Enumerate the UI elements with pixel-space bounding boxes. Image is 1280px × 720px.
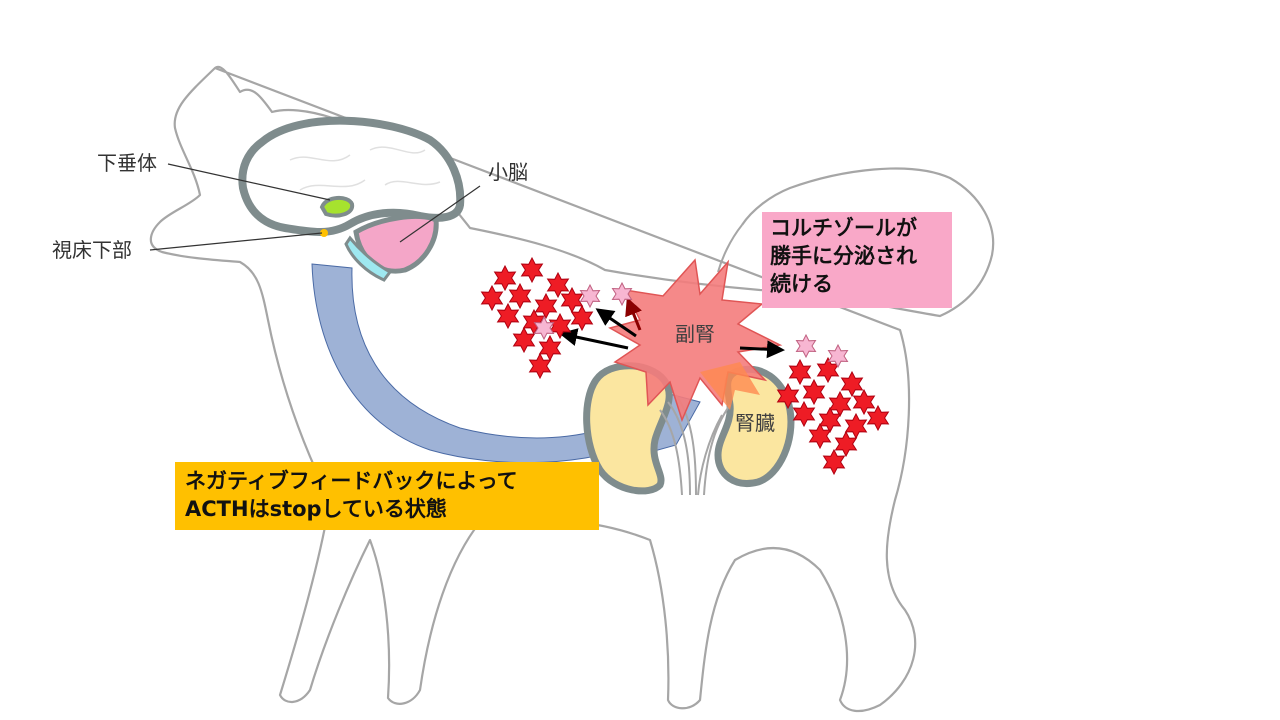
cortisol-callout-line-1: コルチゾールが <box>770 216 917 240</box>
small-star <box>579 283 601 309</box>
cortisol-star <box>818 406 842 434</box>
cortisol-star <box>792 400 816 428</box>
adrenal-label: 副腎 <box>675 322 715 346</box>
feedback-callout-line-2: ACTHはstopしている状態 <box>185 497 447 521</box>
cortisol-star <box>496 302 520 330</box>
cortisol-callout-line-3: 続ける <box>770 272 833 296</box>
small-star <box>827 343 849 369</box>
cortisol-cluster-right <box>776 356 890 476</box>
brainstem <box>344 235 393 282</box>
cortisol-star <box>512 326 536 354</box>
cortisol-star <box>840 370 864 398</box>
cortisol-star <box>570 304 594 332</box>
cortisol-star <box>866 404 890 432</box>
feedback-callout-line-1: ネガティブフィードバックによって <box>185 469 518 493</box>
cortisol-cluster-left <box>480 256 594 380</box>
cortisol-star <box>508 282 532 310</box>
arrow-right <box>739 340 785 359</box>
small-star-group <box>533 281 849 369</box>
arrow-left <box>559 328 629 350</box>
cortisol-star <box>560 286 584 314</box>
cortisol-star <box>546 271 570 299</box>
kidney-label: 腎臓 <box>735 411 775 435</box>
cortisol-star <box>520 256 544 284</box>
cortisol-star <box>538 334 562 362</box>
cortisol-star <box>788 358 812 386</box>
small-star <box>611 281 633 307</box>
cerebellum-label: 小脳 <box>488 160 528 184</box>
small-star <box>533 315 555 341</box>
cortisol-star <box>528 352 552 380</box>
hypothalamus-label: 視床下部 <box>52 238 132 262</box>
pituitary-leader <box>167 163 331 201</box>
brain <box>238 116 465 282</box>
cortisol-callout-line-2: 勝手に分泌され <box>770 244 917 268</box>
cortisol-star <box>534 292 558 320</box>
arrow-up <box>625 297 642 331</box>
feedback-callout: ネガティブフィードバックによって ACTHはstopしている状態 <box>175 462 599 530</box>
cortisol-star <box>808 422 832 450</box>
cortisol-star <box>852 388 876 416</box>
cortisol-star <box>822 448 846 476</box>
hypothalamus-leader <box>149 232 323 251</box>
cortisol-star <box>828 390 852 418</box>
cortisol-star <box>802 378 826 406</box>
cortisol-star <box>548 312 572 340</box>
small-star <box>795 333 817 359</box>
cortisol-star <box>493 264 517 292</box>
cerebellum-leader <box>399 185 481 243</box>
hypothalamus <box>320 229 328 237</box>
cortisol-star <box>834 430 858 458</box>
arrow-up-left <box>595 308 637 338</box>
cortisol-star <box>776 382 800 410</box>
cortisol-star <box>480 284 504 312</box>
cortisol-star <box>844 412 868 440</box>
pituitary <box>319 196 355 218</box>
pituitary-label: 下垂体 <box>97 151 157 175</box>
cortisol-callout: コルチゾールが 勝手に分泌され 続ける <box>762 212 952 308</box>
